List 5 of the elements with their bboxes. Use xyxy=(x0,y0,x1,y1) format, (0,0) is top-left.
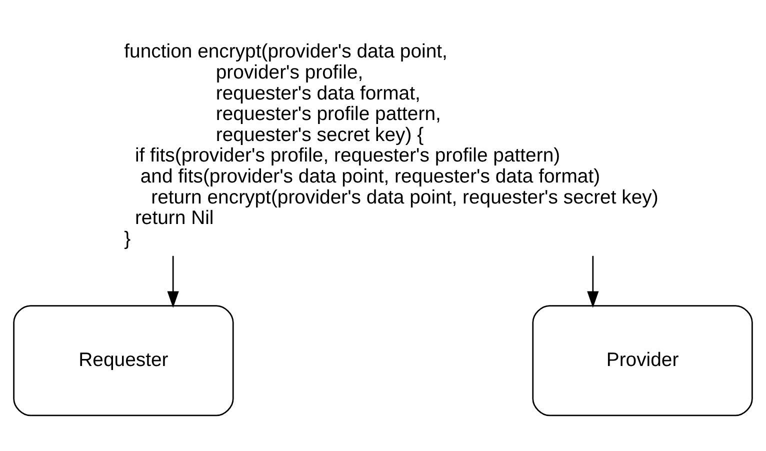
node-text: function encrypt(provider's data point, provider's profile, requester's data format, requester's profile pattern, requester's secret key) { if fits(provider's profile, requester's profile pattern) and fits(provider's data point, requester's data format) return encrypt(provider's data point, requester's secret key) return Nil } xyxy=(124,40,658,250)
node-box: Requester xyxy=(13,304,234,416)
node-box: Provider xyxy=(532,304,753,416)
arrow xyxy=(167,255,179,308)
arrow xyxy=(587,255,599,308)
